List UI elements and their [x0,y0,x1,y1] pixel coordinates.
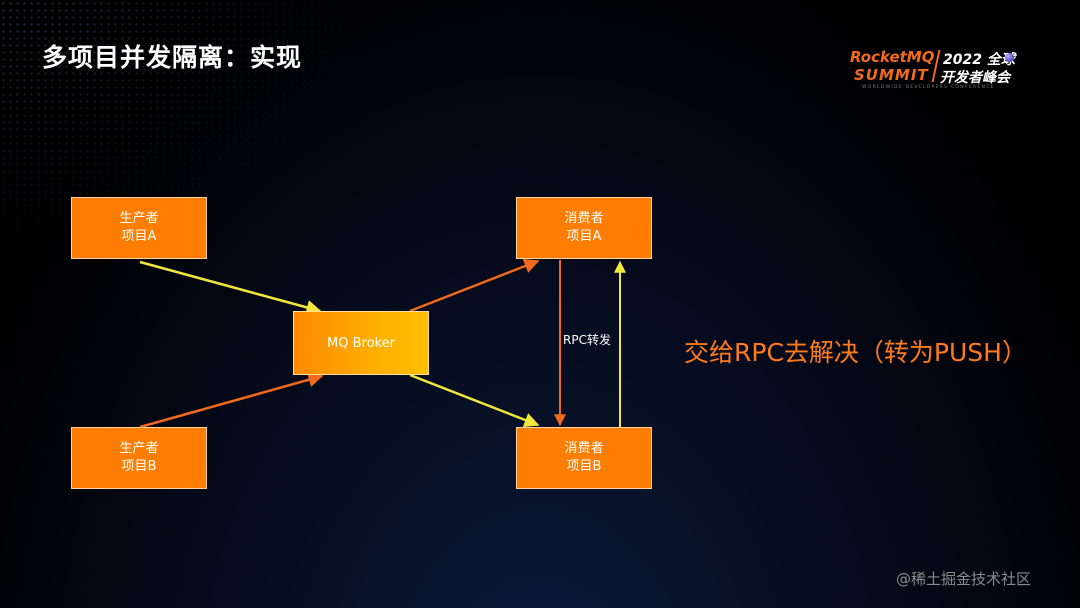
producer-b-project: 项目B [121,459,157,474]
consumer-a-project: 项目A [566,229,602,244]
producer-a-role: 生产者 [119,211,159,226]
producer-b-role: 生产者 [119,441,159,456]
planet-icon [1005,53,1014,62]
rpc-push-note: 交给RPC去解决（转为PUSH） [684,338,1027,367]
slide-title: 多项目并发隔离：实现 [42,43,303,72]
rocketmq-summit-logo: RocketMQ SUMMIT 2022 全球 开发者峰会 WORLDWIDE … [850,48,1030,94]
arrow-broker-to-consumer-a [409,258,540,313]
logo-summit-text: SUMMIT [854,66,929,84]
mq-broker-box: MQ Broker [293,311,429,375]
rpc-forward-label: RPC转发 [563,333,611,347]
arrow-producer-a-to-broker [139,260,322,315]
arrow-producer-b-to-broker [139,372,324,429]
logo-rocketmq-text: RocketMQ [850,48,935,66]
consumer-a-box: 消费者 项目A [516,197,652,259]
arrow-broker-to-consumer-b [409,373,540,428]
logo-conference-text: 开发者峰会 [940,70,1010,86]
consumer-a-role: 消费者 [564,211,604,226]
producer-b-box: 生产者 项目B [71,427,207,489]
mq-broker-label: MQ Broker [327,335,395,351]
producer-a-project: 项目A [121,229,157,244]
logo-subtitle: WORLDWIDE DEVELOPERS CONFERENCE [862,85,995,90]
consumer-b-project: 项目B [566,459,602,474]
consumer-b-box: 消费者 项目B [516,427,652,489]
watermark-text: @稀土掘金技术社区 [896,570,1032,588]
consumer-b-role: 消费者 [564,441,604,456]
producer-a-box: 生产者 项目A [71,197,207,259]
logo-year-text: 2022 全球 [943,52,1015,68]
